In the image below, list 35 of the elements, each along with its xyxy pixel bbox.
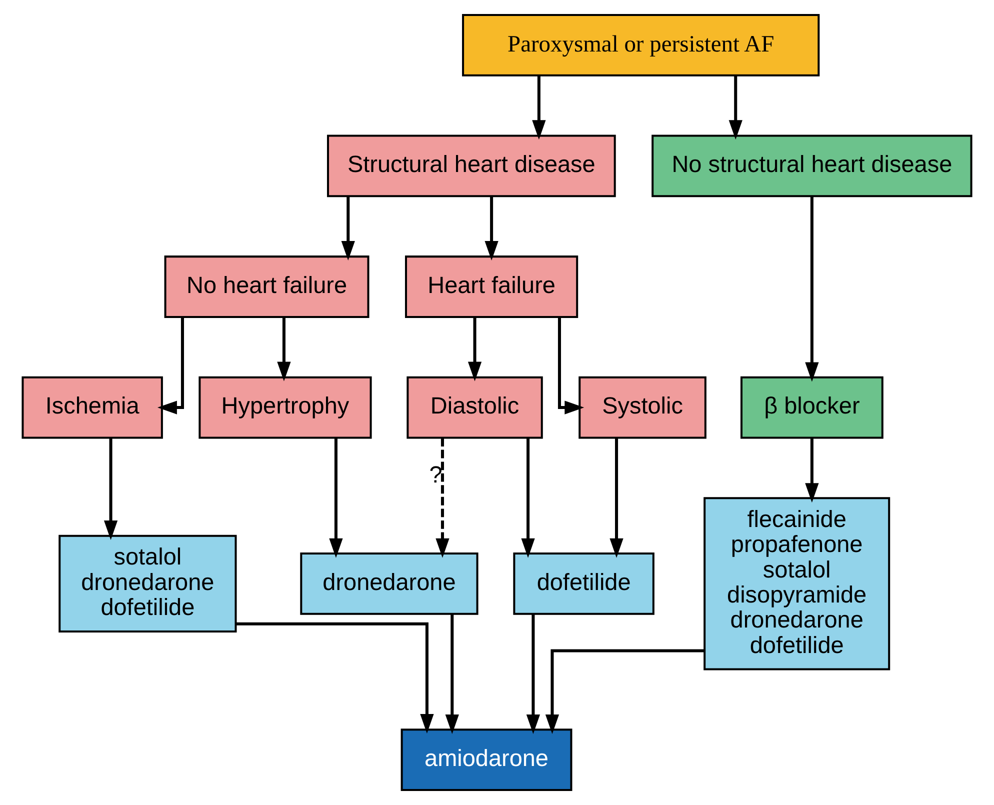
node-box: No heart failure	[164, 256, 370, 318]
arrow	[521, 438, 535, 558]
arrow	[445, 614, 459, 734]
node-box: No structural heart disease	[652, 134, 972, 198]
node-box: dronedarone	[300, 552, 478, 615]
arrow	[341, 196, 355, 260]
node-box: dofetilide	[513, 552, 654, 615]
arrow	[526, 614, 540, 734]
arrow	[532, 76, 546, 140]
arrow	[157, 317, 184, 414]
node-box: β blocker	[740, 376, 884, 439]
node-box: Heart failure	[405, 256, 578, 318]
arrow	[104, 438, 118, 540]
arrow	[436, 438, 450, 558]
arrow	[329, 438, 343, 558]
arrow	[484, 196, 498, 260]
node-box: sotalol dronedarone dofetilide	[58, 534, 237, 632]
node-box: Structural heart disease	[327, 134, 616, 198]
node-box: Ischemia	[22, 376, 163, 439]
arrow	[728, 76, 742, 140]
arrow	[805, 196, 819, 382]
arrow	[610, 438, 624, 558]
node-box: Diastolic	[406, 376, 543, 439]
node-box: flecainide propafenone sotalol disopyramide dronedarone dofetilide	[704, 497, 890, 670]
arrow	[277, 317, 291, 382]
node-box: Hypertrophy	[198, 376, 372, 439]
arrow	[545, 649, 704, 734]
edge-label: ?	[429, 462, 442, 488]
node-box: Paroxysmal or persistent AF	[462, 14, 820, 76]
node-box: Systolic	[578, 376, 706, 439]
arrow	[805, 438, 819, 503]
arrow	[558, 317, 584, 414]
arrow	[236, 622, 434, 734]
node-box: amiodarone	[400, 728, 572, 791]
arrow	[468, 317, 482, 382]
